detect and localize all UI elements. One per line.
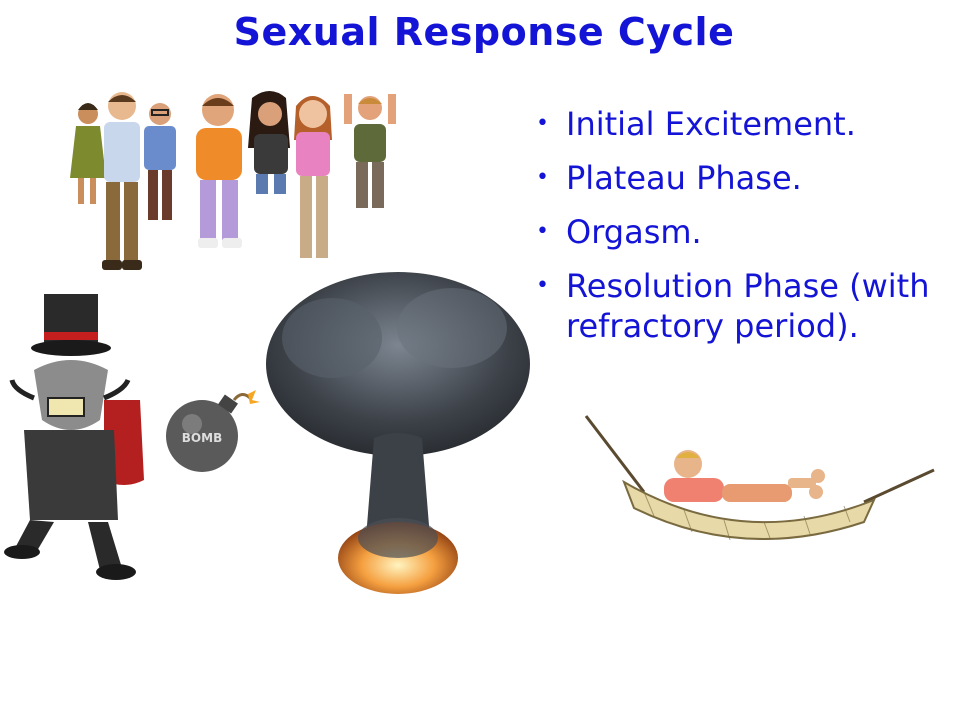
bullet-item: • Orgasm. (534, 212, 954, 252)
bullet-item: • Resolution Phase (with refractory peri… (534, 266, 954, 346)
bomb-label: BOMB (182, 431, 222, 445)
bullet-text: Resolution Phase (with refractory period… (566, 267, 930, 345)
bullet-item: • Plateau Phase. (534, 158, 954, 198)
bullet-icon: • (536, 219, 549, 244)
bullet-icon: • (536, 273, 549, 298)
bullet-text: Orgasm. (566, 213, 702, 251)
mushroom-cloud-illustration (262, 268, 534, 600)
bomb-illustration: BOMB (160, 388, 260, 474)
bullet-icon: • (536, 111, 549, 136)
bullet-item: • Initial Excitement. (534, 104, 954, 144)
hammock-relaxing-illustration (584, 412, 936, 540)
villain-top-hat-illustration (4, 290, 154, 590)
bullet-text: Initial Excitement. (566, 105, 856, 143)
bullet-list: • Initial Excitement. • Plateau Phase. •… (534, 104, 954, 360)
waving-people-illustration (60, 88, 410, 278)
slide-title: Sexual Response Cycle (233, 10, 735, 54)
bullet-icon: • (536, 165, 549, 190)
bullet-text: Plateau Phase. (566, 159, 802, 197)
